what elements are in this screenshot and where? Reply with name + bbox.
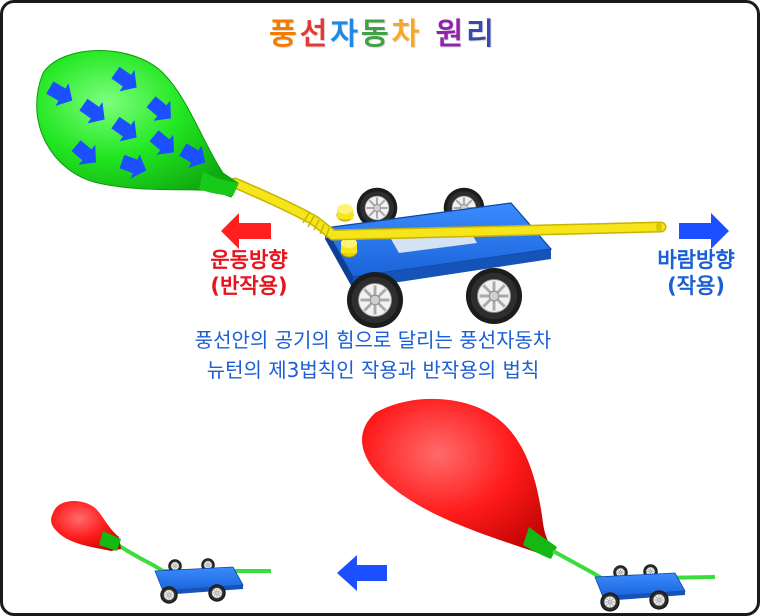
- title-char-4: 동: [360, 17, 392, 52]
- small-car-scene-right: [361, 398, 716, 612]
- title-char-2: 선: [299, 17, 331, 52]
- title-char-7: 리: [466, 17, 497, 52]
- green-balloon: [36, 50, 239, 198]
- motion-label-line2: (반작용): [210, 274, 288, 298]
- title-char-3: 자: [330, 17, 361, 52]
- motion-direction-label: 운동방향 (반작용): [189, 247, 309, 299]
- explanation-text: 풍선안의 공기의 힘으로 달리는 풍선자동차 뉴턴의 제3법칙인 작용과 반작용…: [103, 325, 643, 385]
- car-body: [324, 202, 553, 289]
- wind-direction-label: 바람방향 (작용): [639, 247, 753, 299]
- straw: [229, 177, 667, 241]
- wheel-front-right: [465, 267, 523, 325]
- title-char-6: 원: [435, 17, 467, 52]
- transition-arrow: [337, 555, 387, 591]
- title-char-1: 풍: [269, 17, 300, 52]
- title-char-5: 차: [391, 17, 423, 52]
- motion-label-line1: 운동방향: [210, 248, 288, 272]
- small-car-scene-left: [51, 501, 271, 604]
- wind-label-line2: (작용): [667, 274, 725, 298]
- motion-arrow: [221, 213, 271, 249]
- explanation-line1: 풍선안의 공기의 힘으로 달리는 풍선자동차: [194, 328, 552, 352]
- main-car-scene: [36, 50, 729, 329]
- explanation-line2: 뉴턴의 제3법칙인 작용과 반작용의 법칙: [206, 358, 540, 382]
- diagram-illustration: [36, 50, 729, 612]
- wheel-front-left: [346, 271, 404, 329]
- wind-arrow: [679, 213, 729, 249]
- diagram-title: 풍선자동차 원리: [3, 9, 757, 52]
- wind-label-line1: 바람방향: [657, 248, 735, 272]
